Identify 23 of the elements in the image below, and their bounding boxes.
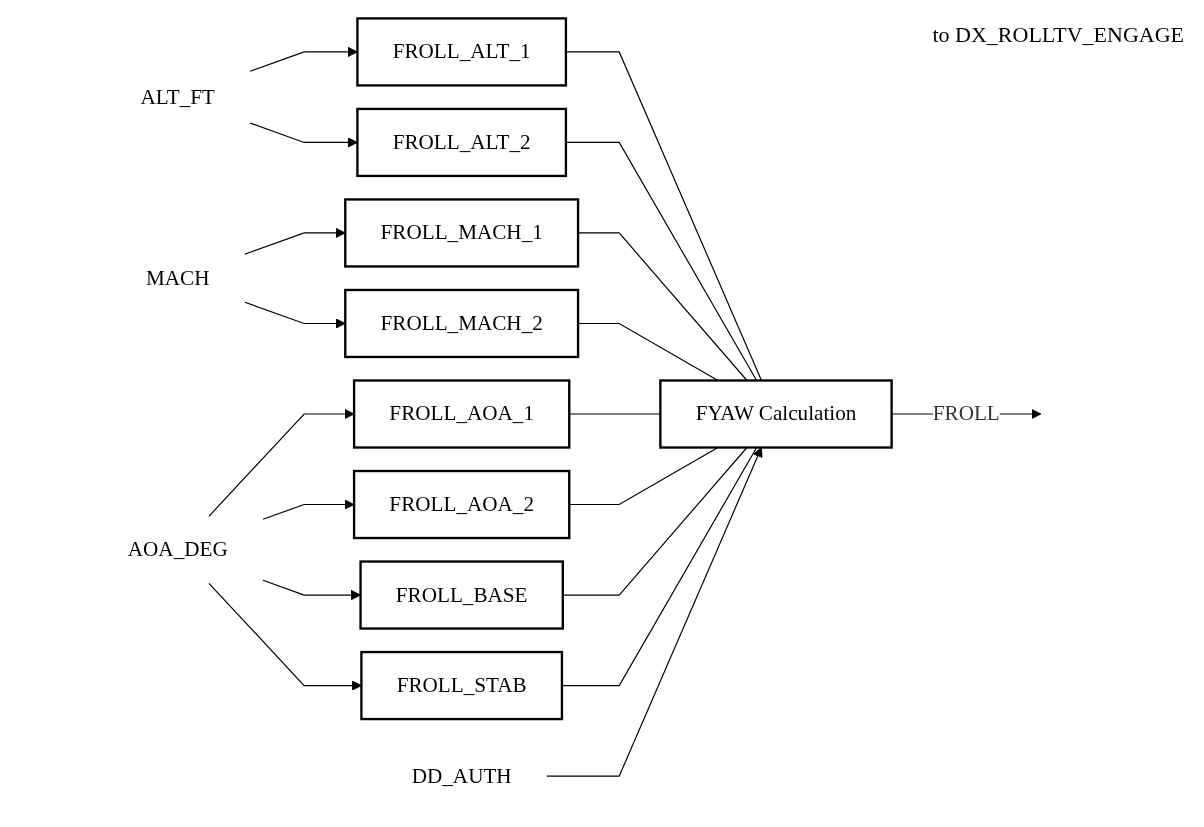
node-box: FROLL_ALT_2 <box>356 107 568 177</box>
arrow <box>262 498 355 520</box>
arrow <box>208 582 362 691</box>
node-text: AOA_DEG <box>127 536 228 561</box>
edge-label: FROLL <box>932 401 1000 425</box>
node-box: FROLL_BASE <box>359 559 564 630</box>
node-box: FROLL_ALT_1 <box>356 16 568 87</box>
arrow <box>244 227 346 255</box>
arrow <box>208 408 355 517</box>
node-box: FYAW Calculation <box>659 378 893 449</box>
note-text: to DX_ROLLTV_ENGAGE <box>932 22 1184 48</box>
node-box: FROLL_STAB <box>360 650 564 720</box>
arrow <box>249 46 358 72</box>
arrow <box>244 301 346 329</box>
node-box: FROLL_MACH_1 <box>344 197 580 268</box>
node-box: FROLL_MACH_2 <box>344 288 580 358</box>
node-box: FROLL_AOA_2 <box>352 469 571 539</box>
node-box: FROLL_AOA_1 <box>352 378 571 449</box>
arrow <box>262 579 361 600</box>
node-text: DD_AUTH <box>411 763 512 787</box>
arrow <box>249 122 358 148</box>
node-text: ALT_FT <box>140 84 215 108</box>
node-text: MACH <box>146 265 210 289</box>
